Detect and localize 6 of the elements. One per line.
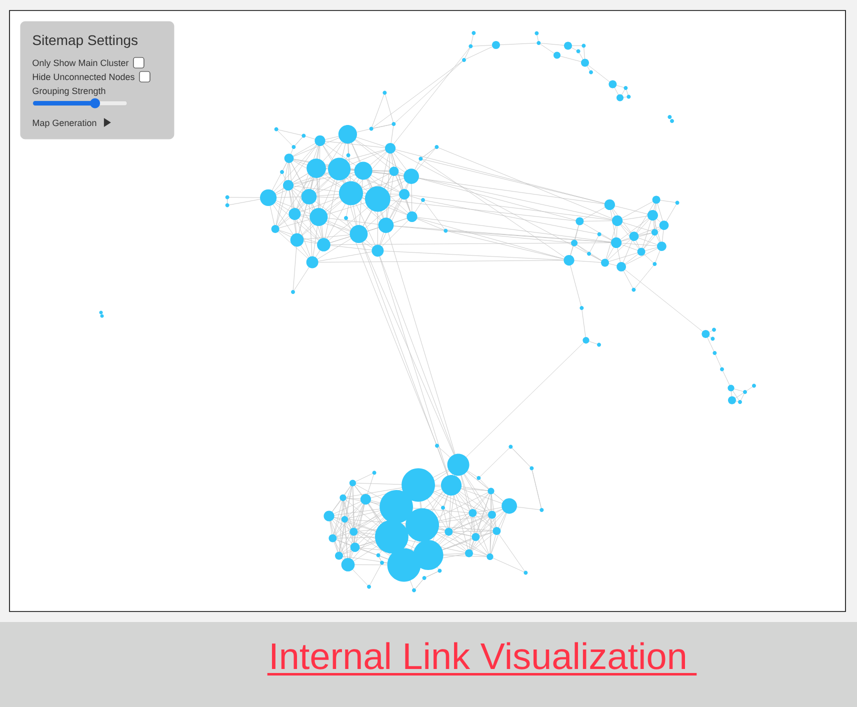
- checkbox-label: Hide Unconnected Nodes: [32, 73, 134, 80]
- checkbox-label: Only Show Main Cluster: [32, 59, 129, 68]
- slider-label: Grouping Strength: [32, 87, 106, 96]
- caption: Internal Link Visualization: [267, 642, 697, 676]
- toggle-label: Map Generation: [32, 119, 96, 128]
- panel-heading: Sitemap Settings: [32, 34, 138, 48]
